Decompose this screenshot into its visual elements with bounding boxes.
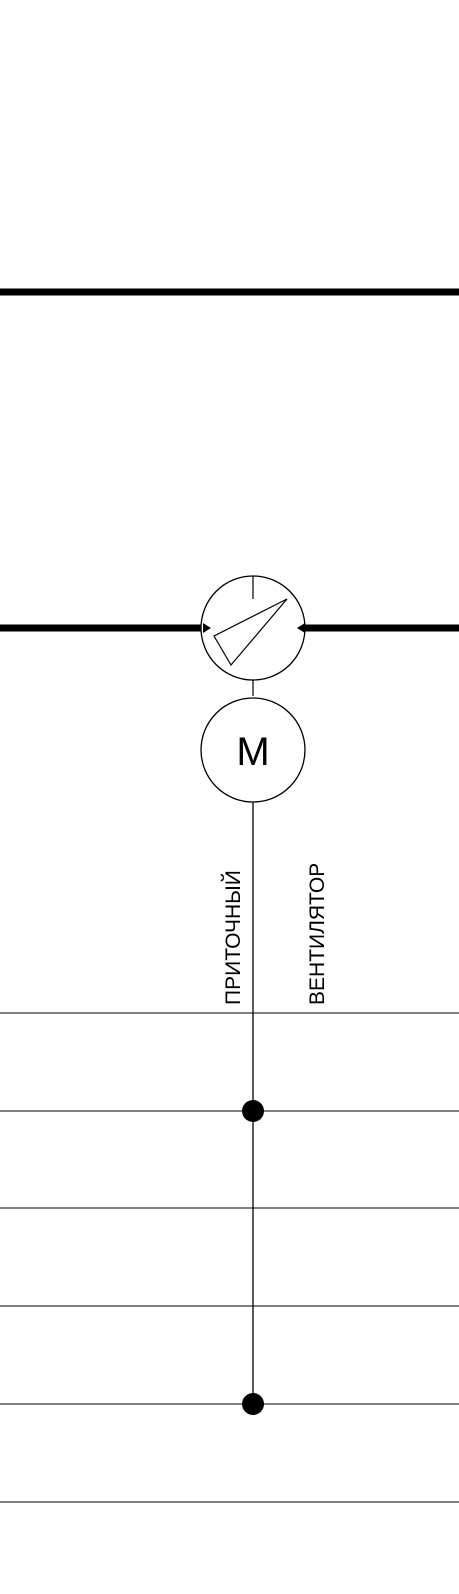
junction-dot-icon [242,1393,264,1415]
motor-letter: M [236,730,269,774]
label-left: ПРИТОЧНЫЙ [221,870,245,1005]
label-right: ВЕНТИЛЯТОР [306,863,329,1005]
motor-symbol-icon: M [200,697,306,803]
fan-symbol-icon [200,575,306,681]
junction-dot-icon [242,1100,264,1122]
